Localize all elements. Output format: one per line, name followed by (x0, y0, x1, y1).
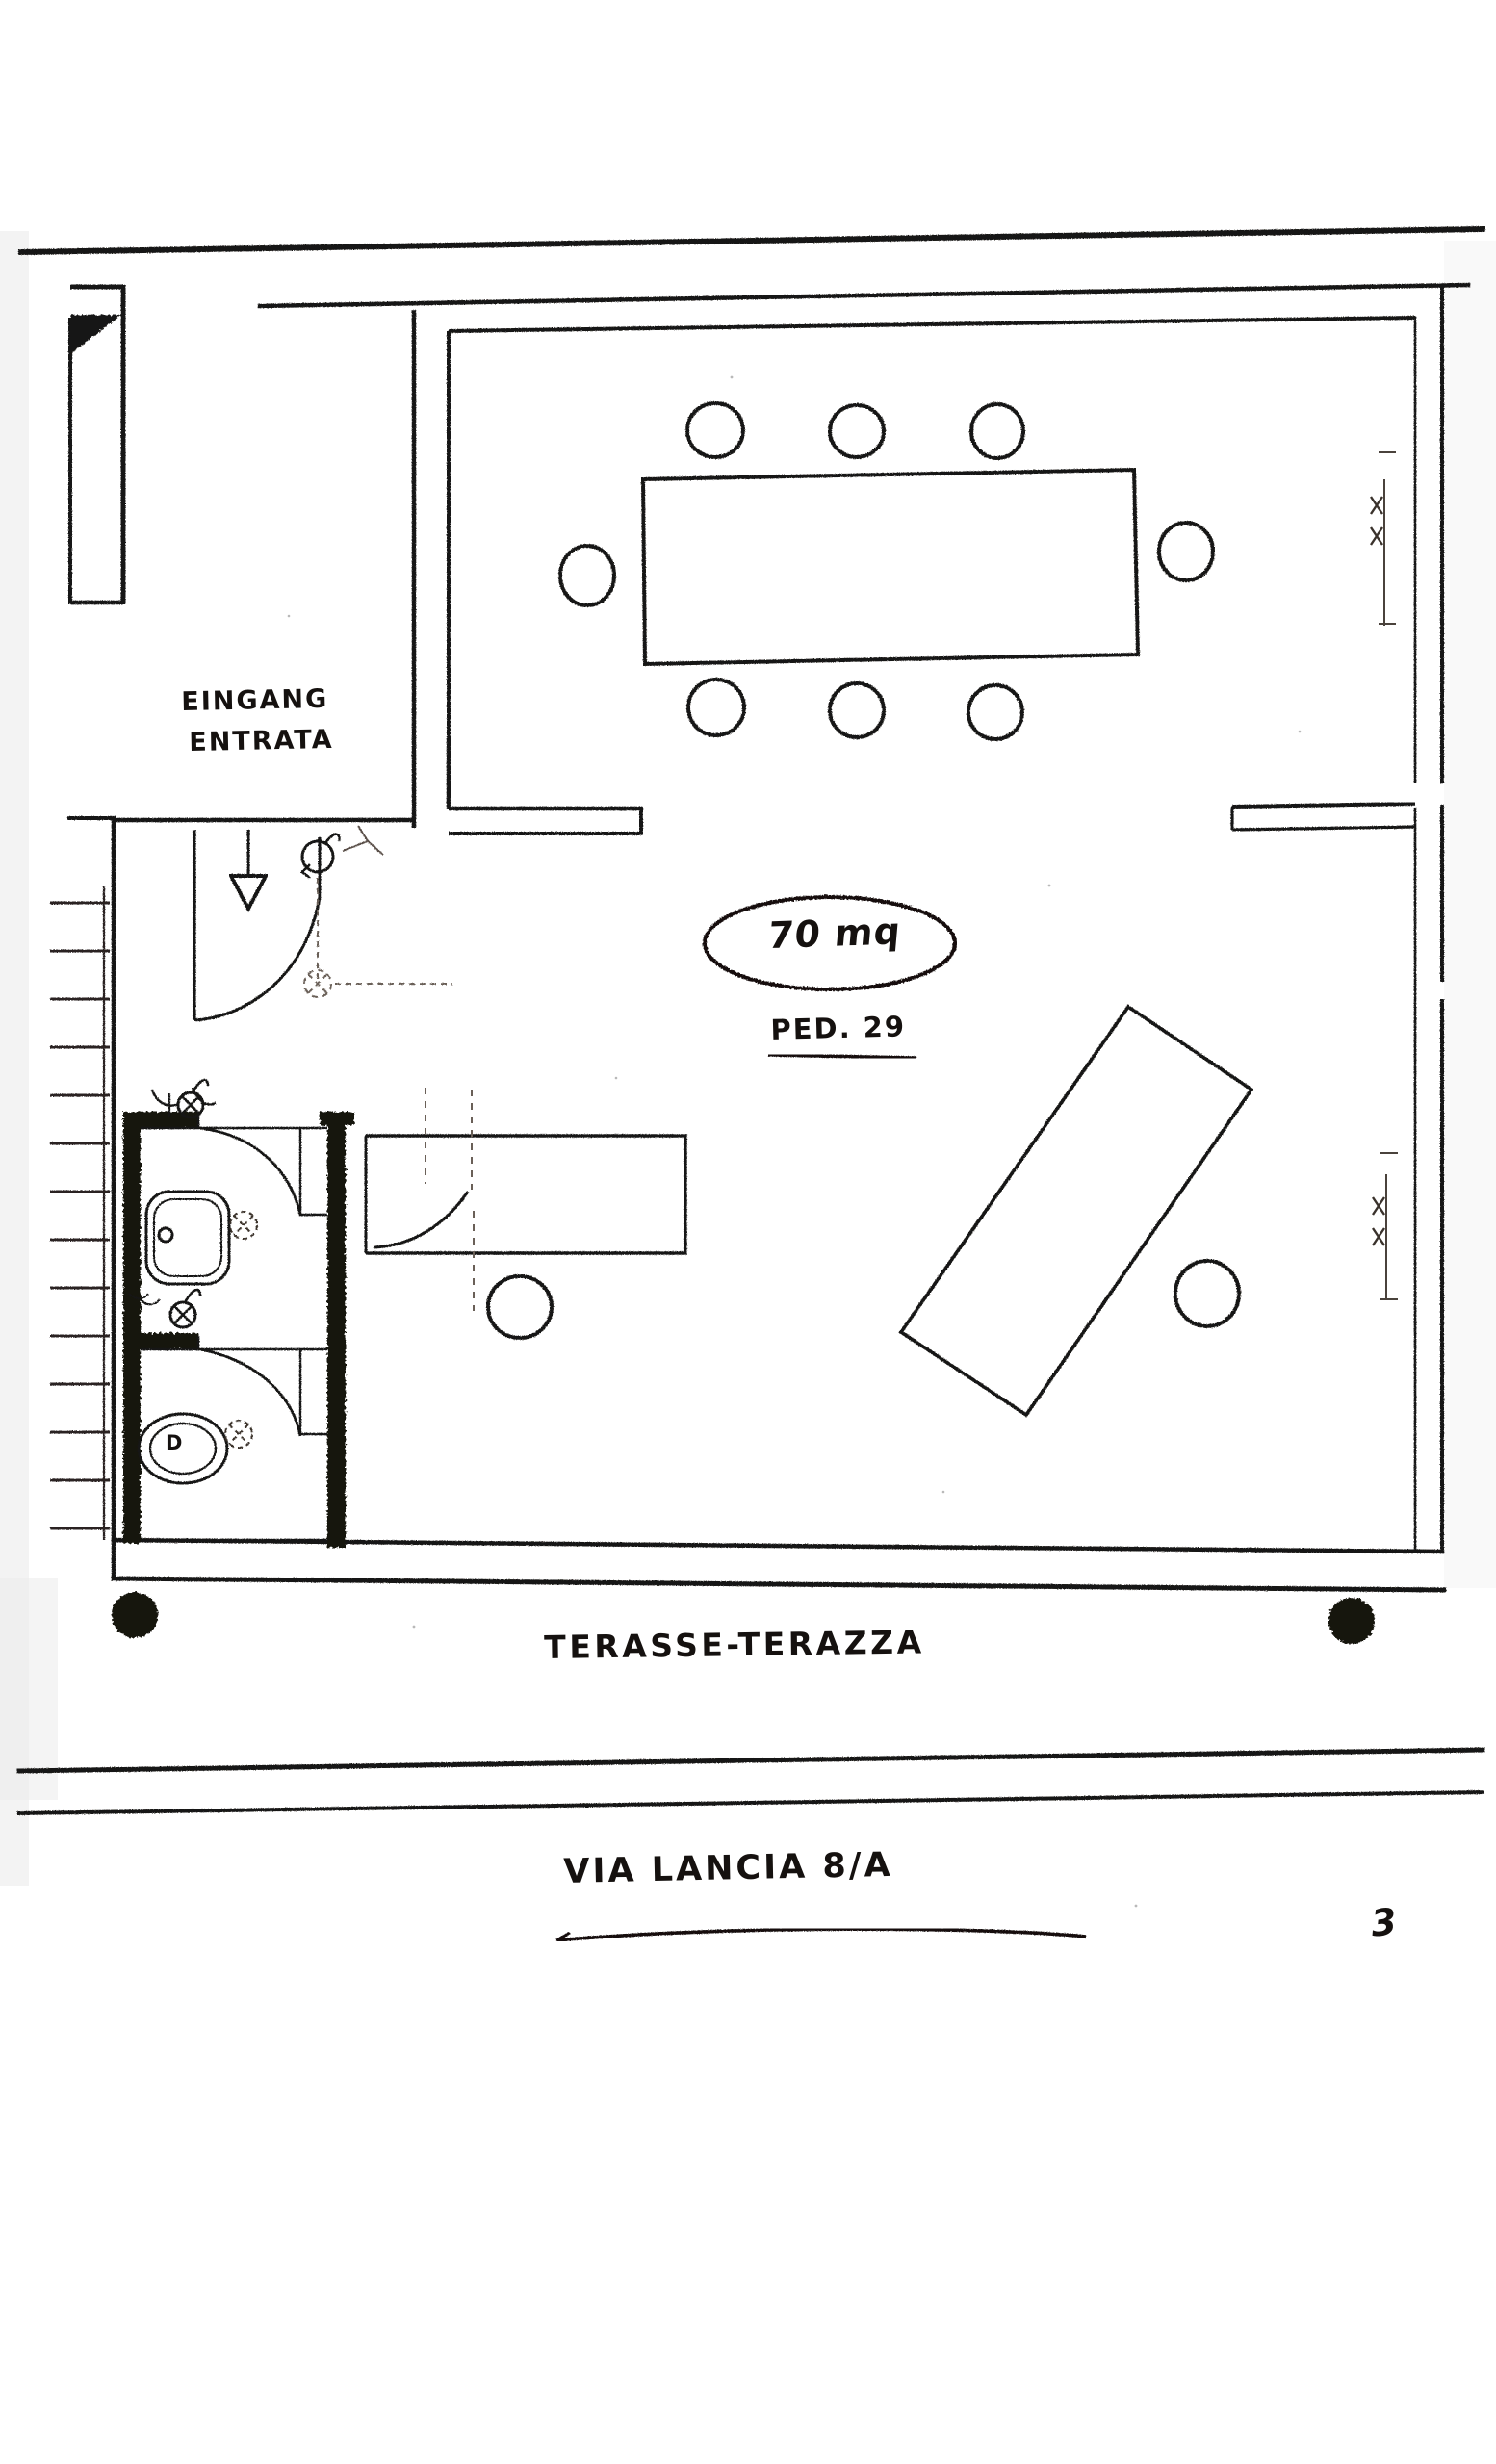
construction-guides (425, 1088, 475, 1311)
bathroom-block (123, 1112, 354, 1548)
toilet-fixture (137, 1412, 229, 1485)
chair (1157, 521, 1215, 582)
bathroom-right-wall-cap (320, 1112, 354, 1125)
chair (558, 544, 616, 607)
chair (828, 403, 886, 459)
chair (828, 681, 886, 739)
counter-bar (364, 1134, 687, 1255)
right-dimension-marks (1370, 451, 1398, 1300)
diagonal-table (898, 1004, 1254, 1418)
diagonal-table-chair (1174, 1259, 1241, 1328)
door-hardware-symbols (224, 1211, 258, 1449)
chair (967, 683, 1024, 741)
ped-underline (767, 1053, 917, 1060)
left-wall-hatching (50, 886, 110, 1540)
chair (1174, 1259, 1241, 1328)
entrance-hardware-symbols (300, 825, 452, 998)
entrance-door (193, 830, 322, 1022)
meeting-room-walls (116, 310, 1416, 835)
chair (686, 678, 746, 737)
chair (685, 401, 745, 459)
washbasin-room-top-wall (123, 1112, 198, 1128)
plumbing-riser-symbols (128, 1078, 217, 1329)
bathroom-right-wall (327, 1116, 346, 1548)
conference-table (640, 467, 1141, 667)
area-callout-ellipse (703, 895, 957, 991)
entrance-label-german: EINGANG (181, 683, 329, 717)
chair (969, 402, 1025, 460)
area-label: 70 mq (766, 910, 903, 958)
terrace-columns (112, 1592, 1375, 1644)
page-number: 3 (1369, 1900, 1401, 1945)
entrance-label-italian: ENTRATA (189, 724, 334, 757)
pedestrian-label: PED. 29 (770, 1010, 907, 1046)
bathroom-divider-wall (123, 1333, 198, 1349)
bathroom-door-arcs (199, 1126, 302, 1437)
street-underline (555, 1927, 1087, 1942)
terrace-label: TERASSE-TERAZZA (544, 1623, 925, 1666)
street-address-label: VIA LANCIA 8/A (563, 1845, 894, 1891)
upper-left-wall-stub (68, 284, 126, 605)
sink-fixture (144, 1190, 231, 1286)
column (112, 1592, 158, 1638)
chair (486, 1274, 554, 1340)
right-wall-stub (1230, 802, 1416, 832)
conference-chairs (558, 401, 1215, 741)
wc-marker-label: D (166, 1431, 184, 1454)
bathroom-left-wall (123, 1112, 141, 1543)
scanner-speckle (287, 375, 1302, 1908)
entrance-arrow-icon (227, 830, 270, 913)
counter-chair (486, 1274, 554, 1340)
column (1328, 1598, 1375, 1644)
